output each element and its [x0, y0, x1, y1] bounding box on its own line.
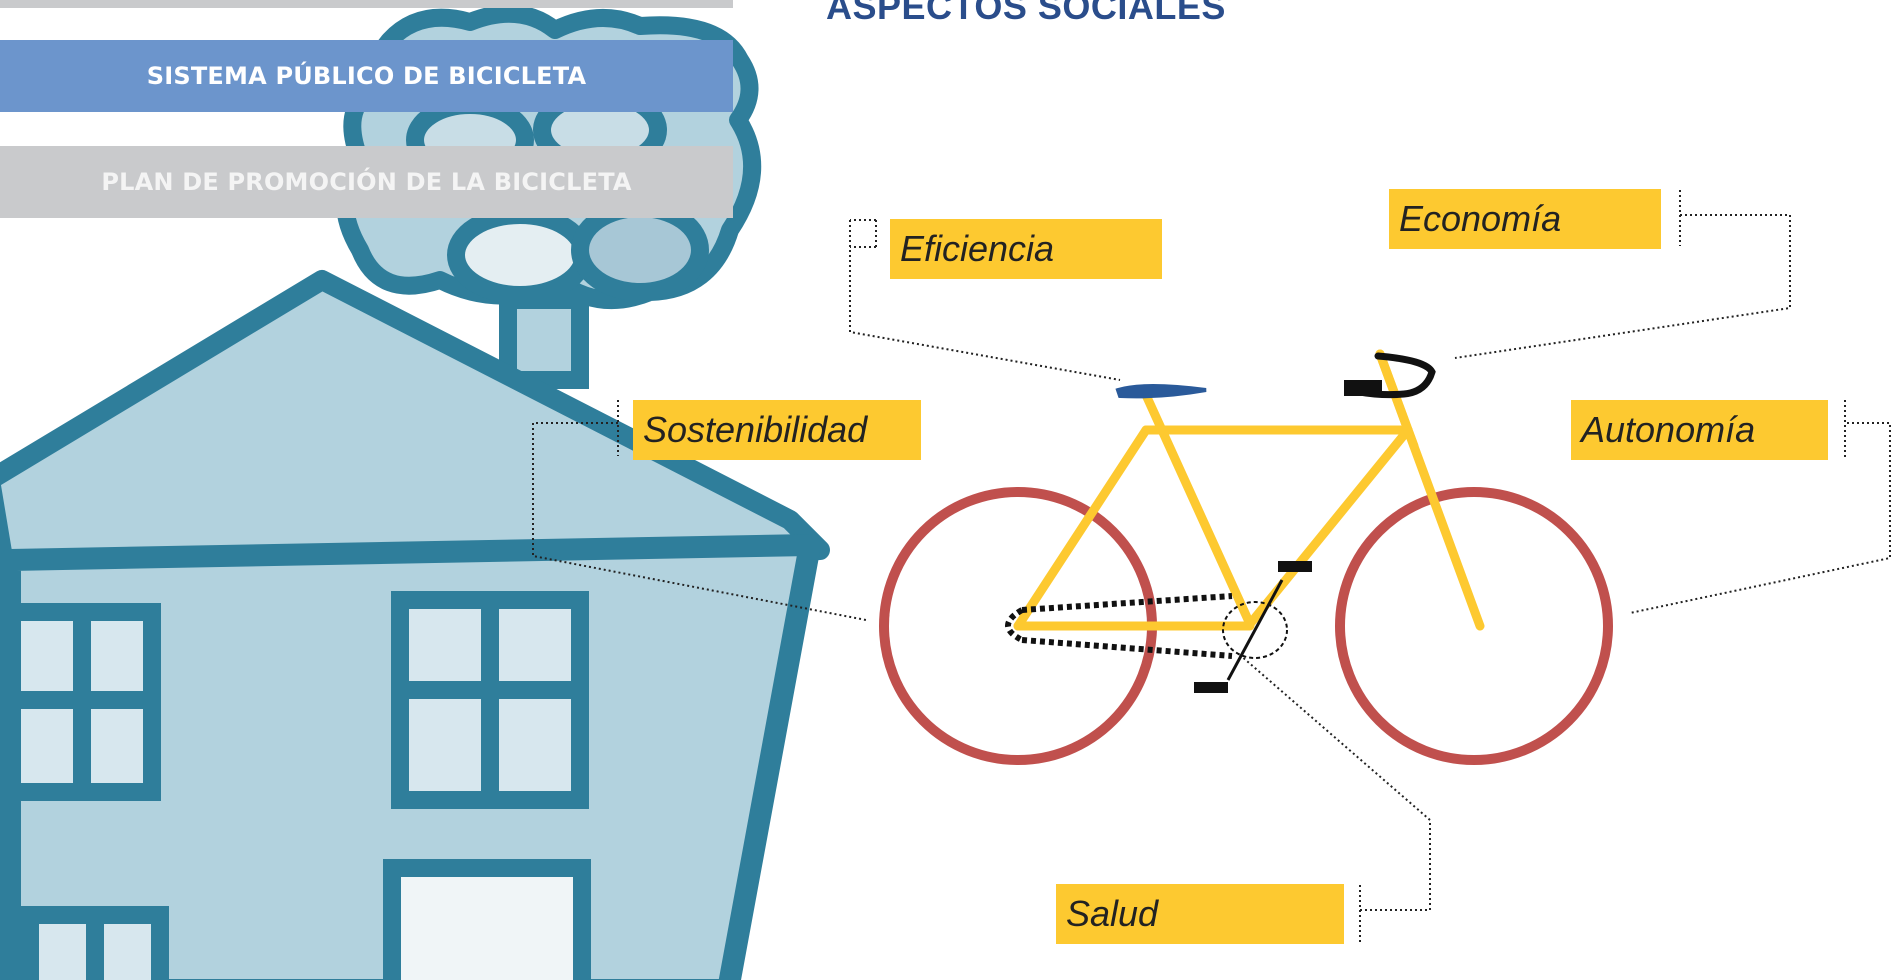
nav-top-strip	[0, 0, 733, 8]
house-door	[383, 859, 591, 980]
rear-wheel	[879, 487, 1157, 765]
nav-plan-promocion-button[interactable]: PLAN DE PROMOCIÓN DE LA BICICLETA	[0, 146, 733, 218]
bike-chain	[1005, 593, 1233, 659]
label-eficiencia: Eficiencia	[890, 219, 1162, 279]
house-window-bottom-left	[21, 906, 169, 980]
house-window-left	[3, 603, 161, 801]
bike-pedal-lower	[1194, 682, 1228, 693]
bike-frame	[1013, 349, 1485, 631]
bike-handle-grip	[1344, 380, 1382, 396]
house-window-center	[391, 591, 589, 809]
page-title: ASPECTOS SOCIALES	[826, 0, 1226, 27]
label-economia: Economía	[1389, 189, 1661, 249]
front-wheel	[1335, 487, 1613, 765]
label-sostenibilidad: Sostenibilidad	[633, 400, 921, 460]
label-autonomia: Autonomía	[1571, 400, 1828, 460]
nav-sistema-publico-button[interactable]: SISTEMA PÚBLICO DE BICICLETA	[0, 40, 733, 112]
bike-crank	[1226, 579, 1284, 681]
connector-salud	[1239, 654, 1431, 911]
bike-seat	[1115, 384, 1207, 399]
chainring	[1222, 601, 1288, 659]
bike-pedal-upper	[1278, 561, 1312, 572]
label-salud: Salud	[1056, 884, 1344, 944]
tree-trunk	[499, 291, 589, 389]
bike-handlebar	[1356, 352, 1436, 399]
